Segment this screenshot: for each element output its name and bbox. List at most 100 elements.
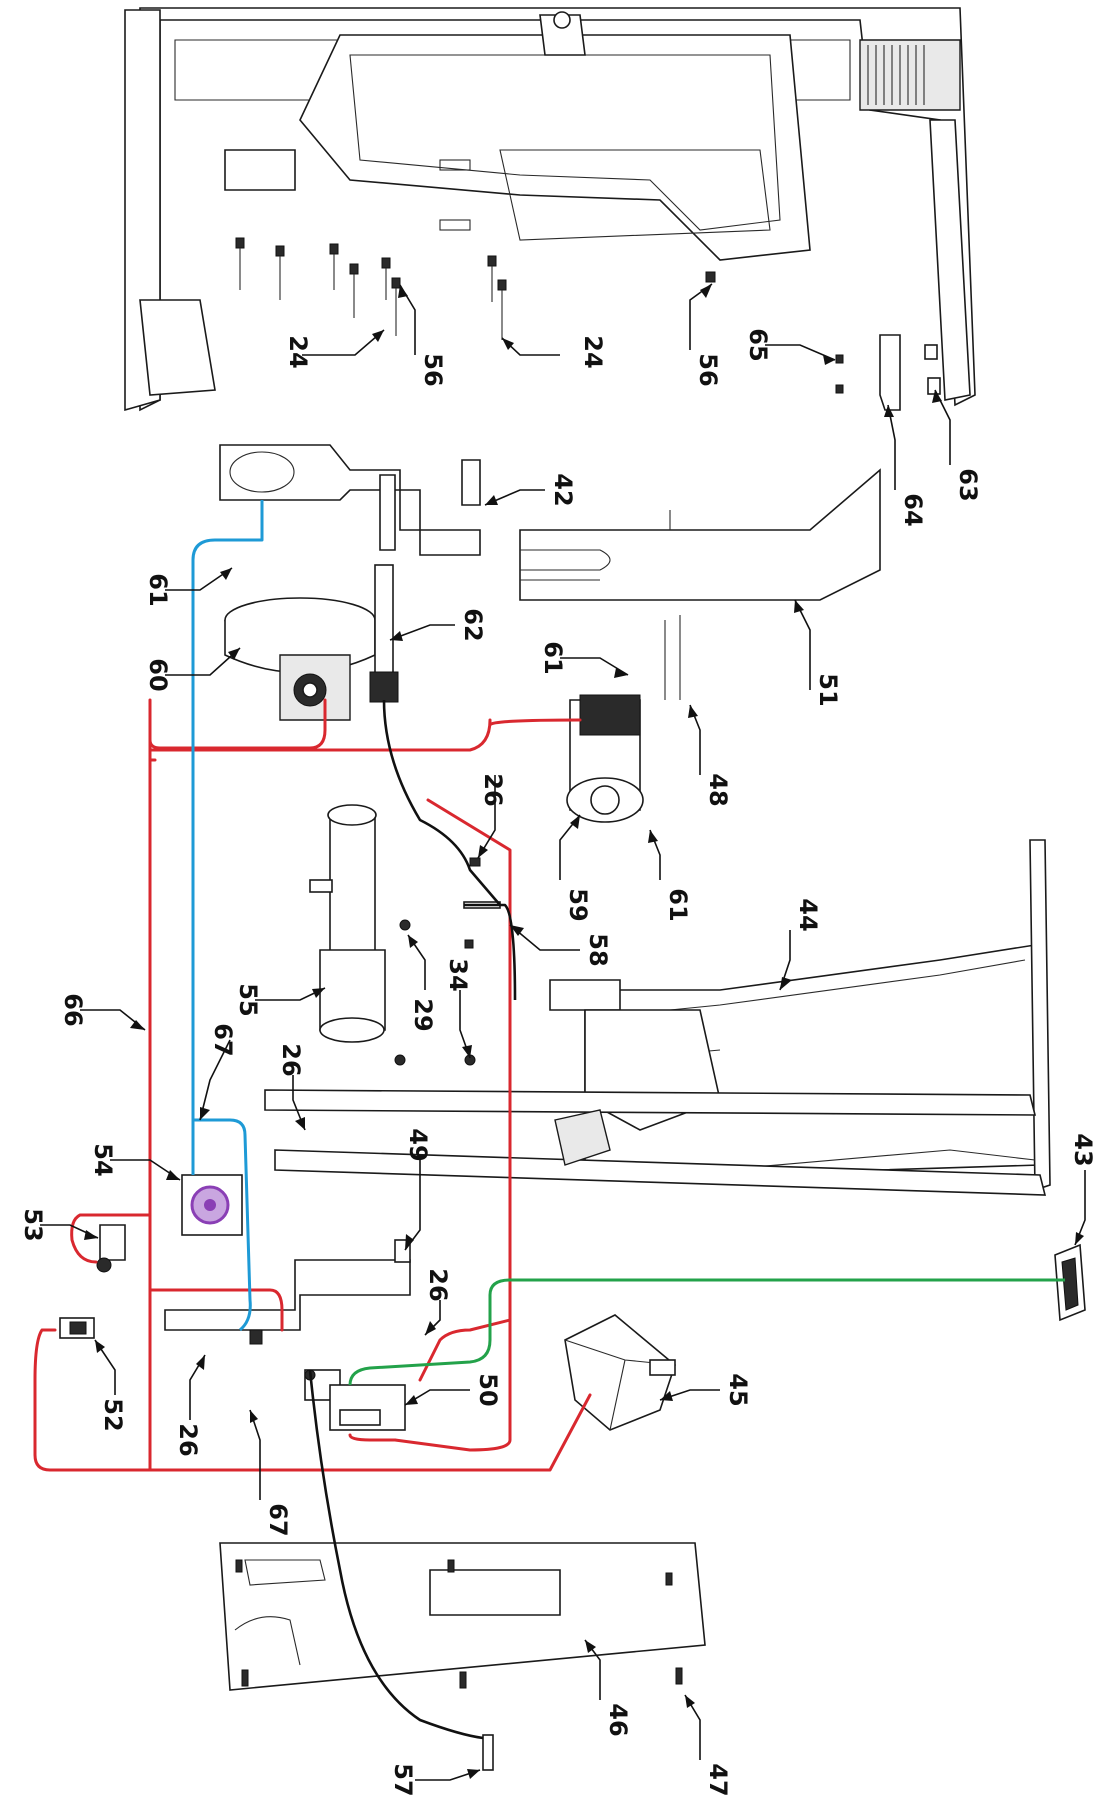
label-64: 64 bbox=[899, 493, 927, 526]
part-45-auger-housing bbox=[564, 1314, 676, 1431]
part-63-clip bbox=[924, 344, 941, 395]
callout-60: 60 bbox=[144, 647, 241, 692]
callout-47: 47 bbox=[684, 1694, 732, 1797]
label-49: 49 bbox=[404, 1128, 432, 1161]
label-54: 54 bbox=[89, 1143, 117, 1176]
callout-53: 53 bbox=[19, 1208, 99, 1242]
part-50-control-valve bbox=[304, 1369, 406, 1431]
part-57-probe bbox=[482, 1734, 494, 1771]
label-34: 34 bbox=[444, 958, 472, 991]
label-61-low: 61 bbox=[664, 888, 692, 921]
label-52: 52 bbox=[99, 1398, 127, 1431]
screw-group-24-56 bbox=[235, 237, 844, 394]
callout-61-low: 61 bbox=[648, 829, 692, 922]
part-51-tray bbox=[519, 468, 881, 601]
callout-67-top: 67 bbox=[199, 1023, 237, 1121]
label-55: 55 bbox=[234, 983, 262, 1016]
label-61-top: 61 bbox=[144, 573, 172, 606]
label-42: 42 bbox=[549, 473, 577, 506]
callout-66: 66 bbox=[59, 993, 146, 1031]
wiring-black bbox=[308, 699, 517, 1740]
label-26-a: 26 bbox=[479, 773, 507, 806]
label-67-bottom: 67 bbox=[264, 1503, 292, 1536]
label-29: 29 bbox=[409, 998, 437, 1031]
label-43: 43 bbox=[1069, 1133, 1097, 1166]
label-51: 51 bbox=[814, 673, 842, 706]
callout-56-right: 56 bbox=[689, 283, 722, 387]
part-47-screws bbox=[241, 1667, 683, 1689]
label-45: 45 bbox=[724, 1373, 752, 1406]
label-61-mid: 61 bbox=[539, 641, 567, 674]
label-24-left: 24 bbox=[284, 335, 312, 368]
part-55-exhaust-pipe bbox=[309, 804, 386, 1043]
label-59: 59 bbox=[564, 888, 592, 921]
callout-67-bottom: 67 bbox=[249, 1409, 292, 1537]
callout-26-d: 26 bbox=[174, 1354, 206, 1457]
frame-rails bbox=[264, 1089, 1047, 1196]
cabinet-assembly bbox=[124, 7, 976, 412]
callout-61-top: 61 bbox=[144, 567, 233, 607]
callout-62: 62 bbox=[389, 608, 487, 642]
label-50: 50 bbox=[474, 1373, 502, 1406]
part-42-mount-plate bbox=[219, 444, 481, 556]
callout-24-left: 24 bbox=[284, 329, 385, 369]
callout-26-a: 26 bbox=[477, 773, 507, 859]
part-44-hopper bbox=[549, 839, 1051, 1192]
part-64-bracket bbox=[879, 334, 901, 411]
part-62-igniter bbox=[369, 564, 399, 703]
part-54-pressure-switch bbox=[181, 1174, 243, 1236]
label-26-b: 26 bbox=[277, 1043, 305, 1076]
label-56-left: 56 bbox=[419, 353, 447, 386]
label-48: 48 bbox=[704, 773, 732, 806]
label-58: 58 bbox=[584, 933, 612, 966]
callout-29: 29 bbox=[407, 934, 437, 1032]
callout-57: 57 bbox=[389, 1763, 481, 1797]
wiring-green bbox=[348, 1278, 1065, 1386]
callout-26-c: 26 bbox=[424, 1268, 452, 1336]
label-63: 63 bbox=[954, 468, 982, 501]
callout-48: 48 bbox=[688, 704, 732, 807]
callout-54: 54 bbox=[89, 1143, 181, 1181]
callout-49: 49 bbox=[404, 1128, 432, 1251]
label-66: 66 bbox=[59, 993, 87, 1026]
label-47: 47 bbox=[704, 1763, 732, 1796]
callout-59: 59 bbox=[559, 814, 592, 922]
label-44: 44 bbox=[794, 898, 822, 931]
callout-46: 46 bbox=[584, 1639, 632, 1737]
label-24-right: 24 bbox=[579, 335, 607, 368]
label-56-right: 56 bbox=[694, 353, 722, 386]
part-46-bottom-panel bbox=[219, 1542, 706, 1691]
label-62: 62 bbox=[459, 608, 487, 641]
label-65: 65 bbox=[744, 328, 772, 361]
wiring-blue bbox=[191, 500, 264, 1332]
label-67-top: 67 bbox=[209, 1023, 237, 1056]
callout-34: 34 bbox=[444, 958, 472, 1059]
callout-42: 42 bbox=[484, 473, 577, 507]
callout-52: 52 bbox=[94, 1339, 127, 1432]
callout-63: 63 bbox=[932, 389, 982, 502]
callout-58: 58 bbox=[509, 924, 612, 967]
callout-26-b: 26 bbox=[277, 1043, 306, 1131]
part-49-bracket bbox=[164, 1239, 411, 1345]
label-26-c: 26 bbox=[424, 1268, 452, 1301]
label-53: 53 bbox=[19, 1208, 47, 1241]
part-60-combustion-blower bbox=[224, 597, 376, 721]
callout-65: 65 bbox=[744, 328, 836, 365]
callout-61-mid: 61 bbox=[539, 641, 629, 678]
callout-24-right: 24 bbox=[501, 335, 607, 369]
part-52-switch bbox=[59, 1317, 95, 1339]
label-57: 57 bbox=[389, 1763, 417, 1796]
callout-43: 43 bbox=[1069, 1133, 1097, 1246]
callout-44: 44 bbox=[779, 898, 822, 991]
part-59-auger-motor bbox=[566, 615, 681, 823]
label-60: 60 bbox=[144, 658, 172, 691]
label-46: 46 bbox=[604, 1703, 632, 1736]
part-43-foot bbox=[1054, 1243, 1086, 1322]
callout-50: 50 bbox=[404, 1373, 502, 1407]
callout-55: 55 bbox=[234, 983, 326, 1017]
callout-64: 64 bbox=[884, 404, 927, 527]
label-26-d: 26 bbox=[174, 1423, 202, 1456]
callout-45: 45 bbox=[659, 1373, 752, 1407]
part-53-sensor bbox=[96, 1224, 126, 1273]
